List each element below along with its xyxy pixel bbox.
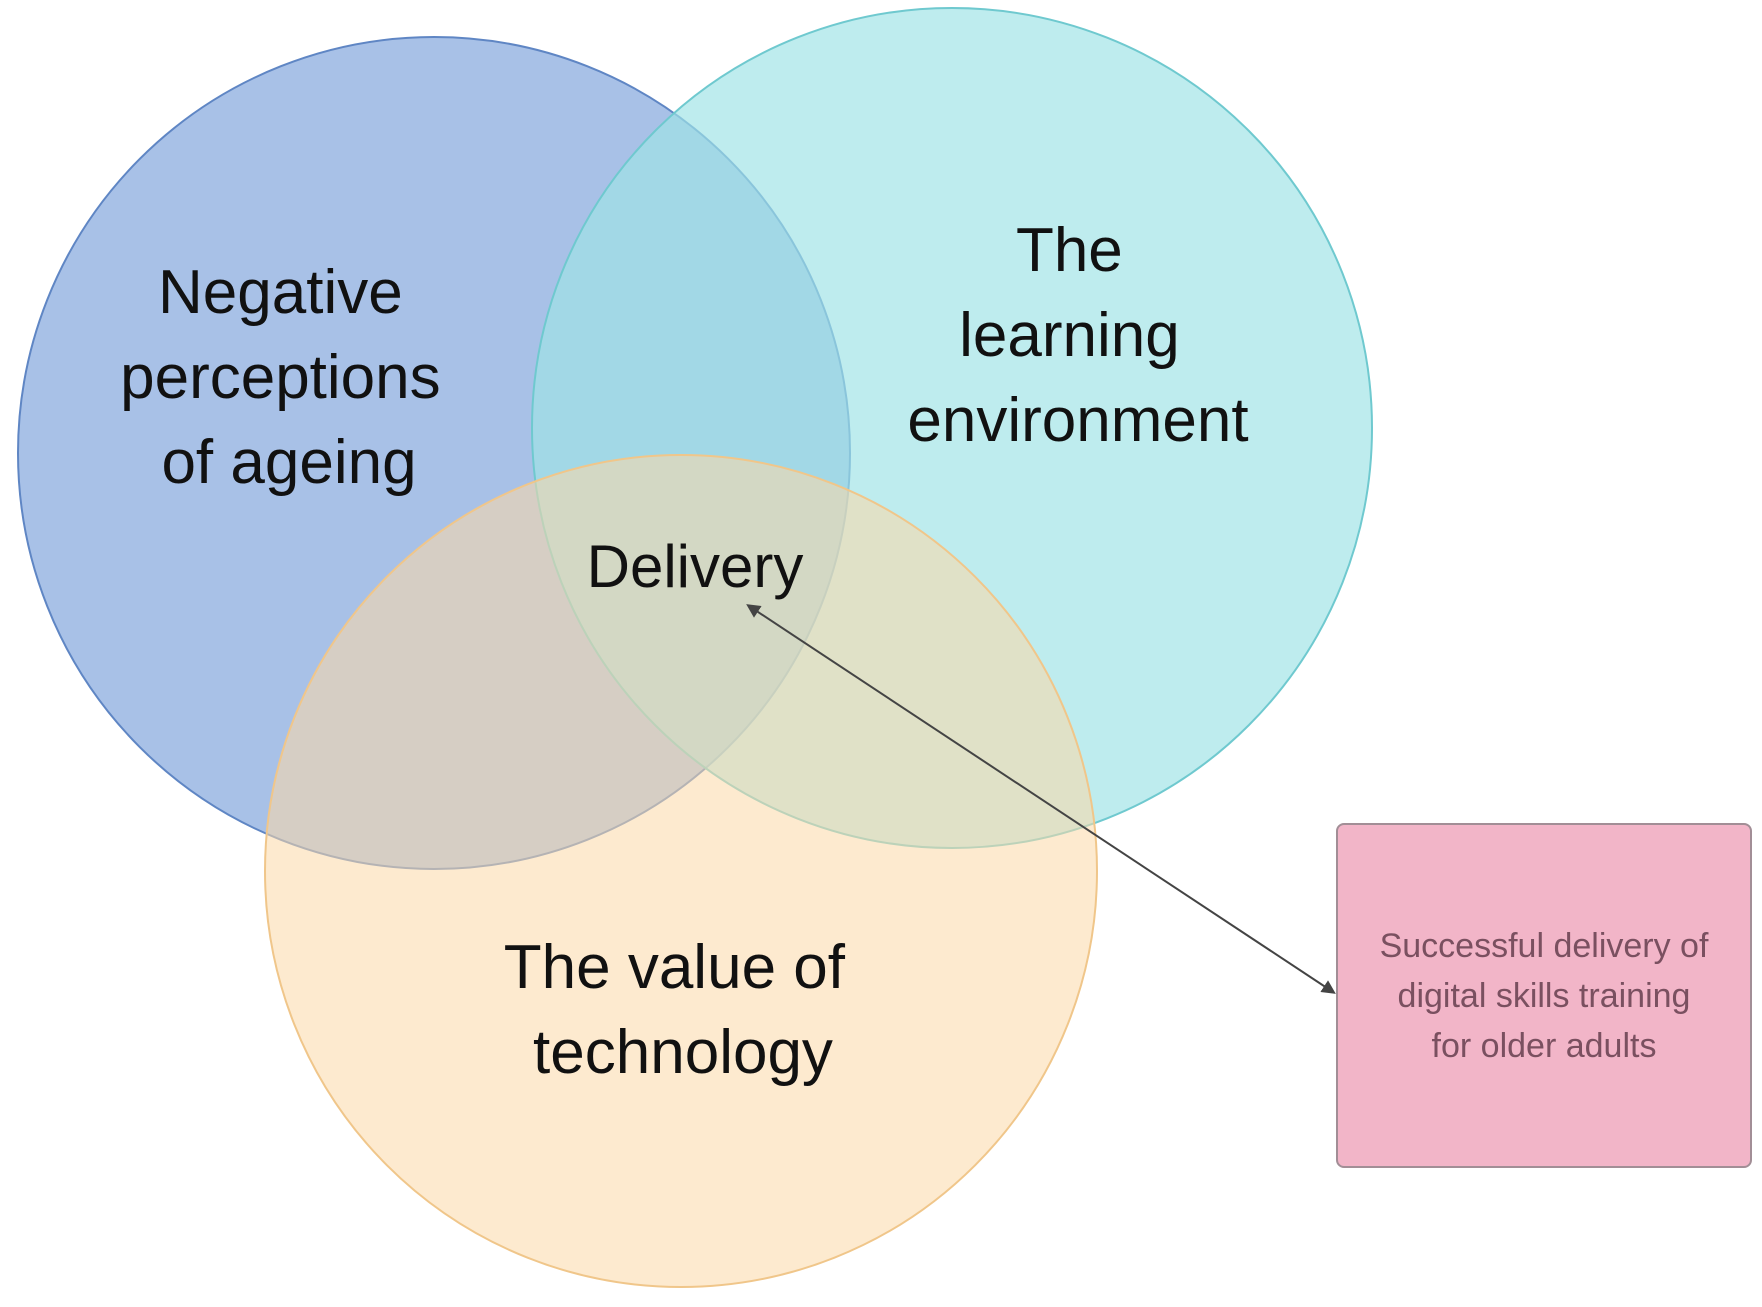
- label-negative-perceptions: Negative perceptions of ageing: [120, 258, 458, 497]
- connector-arrow: [746, 604, 1336, 994]
- label-line: Negative: [158, 258, 403, 327]
- callout-box: Successful delivery of digital skills tr…: [1336, 823, 1752, 1168]
- label-line: perceptions: [120, 343, 441, 412]
- label-line: technology: [533, 1018, 833, 1087]
- label-line: The value of: [504, 933, 846, 1002]
- callout-line: digital skills training: [1397, 976, 1691, 1015]
- callout-line: Successful delivery of: [1379, 926, 1709, 965]
- label-delivery: Delivery: [587, 533, 804, 600]
- label-learning-environment: The learning environment: [907, 216, 1248, 455]
- label-line: The: [1016, 216, 1123, 285]
- callout-line: for older adults: [1431, 1026, 1657, 1065]
- label-line: of ageing: [161, 428, 416, 497]
- label-line: learning: [959, 301, 1180, 370]
- label-line: environment: [907, 386, 1248, 455]
